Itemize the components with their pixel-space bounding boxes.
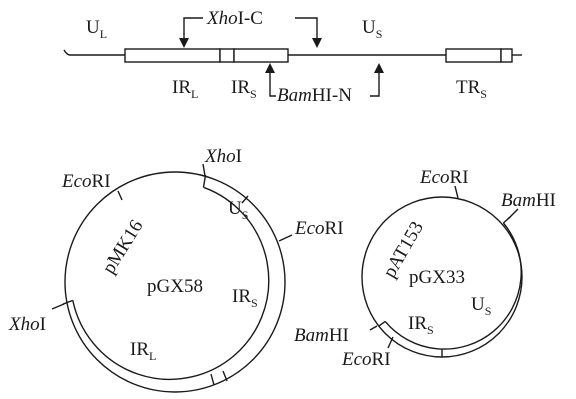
- trs-end-box: [500, 48, 513, 63]
- pgx58-ecori-top-tick: [117, 190, 123, 201]
- trs-box: [445, 48, 502, 63]
- pgx33-ecori-top: EcoRI: [419, 167, 469, 188]
- pgx58-circle: [64, 171, 286, 393]
- pgx58-ecori-top: EcoRI: [61, 171, 111, 192]
- pgx58-insert-right-cap: [62, 299, 74, 305]
- pgx58-xhoi-left: XhoI: [8, 314, 46, 335]
- pgx33-bamhi-left-tick: [369, 325, 378, 331]
- pgx33-insert-outer-arc: [384, 222, 522, 350]
- label-xhoi-c: XhoI-C: [206, 8, 263, 29]
- genome-left-end: [63, 49, 125, 56]
- xhoi-c-right-arrow: [312, 38, 322, 48]
- xhoi-c-bracket-right: [295, 17, 318, 40]
- pgx33-insert-left-cap: [378, 320, 386, 327]
- pgx58-insert-left-cap: [202, 174, 207, 188]
- plasmid-pgx33: pGX33 pAT153 EcoRI BamHI US IRS BamHI Ec…: [294, 167, 556, 370]
- label-us: US: [362, 17, 382, 41]
- pgx33-ecori-top-tick: [454, 185, 459, 199]
- pgx58-irs: IRS: [232, 286, 258, 310]
- plasmid-pgx58: pGX58 pMK16 EcoRI XhoI US EcoRI IRS XhoI…: [8, 146, 344, 393]
- junction-box: [219, 48, 235, 63]
- bamhi-n-left-arrow: [265, 63, 275, 73]
- label-bamhi-n: BamHI-N: [277, 85, 352, 106]
- label-irl: IRL: [172, 77, 198, 101]
- pgx58-vector: pMK16: [98, 216, 147, 277]
- pgx33-ecori-bottom-tick: [387, 336, 394, 349]
- pgx58-irl: IRL: [130, 339, 156, 363]
- bamhi-n-bracket-right: [370, 72, 380, 97]
- pgx33-irs: IRS: [408, 313, 434, 337]
- pgx33-us: US: [471, 294, 491, 318]
- xhoi-c-left-arrow: [179, 38, 189, 48]
- bamhi-n-bracket-left: [269, 72, 276, 97]
- irl-box: [124, 48, 221, 63]
- pgx58-xhoi-top-tick: [202, 163, 206, 177]
- pgx58-ecori-right-tick: [278, 234, 293, 242]
- xhoi-c-bracket-left: [183, 17, 203, 40]
- label-ul: UL: [86, 17, 107, 41]
- bamhi-n-right-arrow: [374, 63, 384, 73]
- pgx58-divider-irl-a: [210, 373, 215, 386]
- pgx33-bamhi-top: BamHI: [501, 190, 556, 211]
- pgx33-bamhi-left: BamHI: [294, 325, 349, 346]
- pgx58-ecori-right: EcoRI: [294, 218, 344, 239]
- pgx58-divider-us: [241, 195, 249, 204]
- pgx58-xhoi-left-tick: [51, 303, 65, 310]
- pgx58-insert-outer-arc: [72, 186, 270, 381]
- pgx58-divider-irl-b: [222, 370, 228, 382]
- pgx33-name: pGX33: [409, 267, 465, 288]
- label-trs: TRS: [456, 77, 487, 101]
- irs-box: [233, 48, 289, 63]
- pgx33-ecori-bottom: EcoRI: [341, 349, 391, 370]
- pgx58-name: pGX58: [147, 276, 203, 297]
- linear-genome-map: UL US XhoI-C IRL IRS BamHI-N TRS: [63, 8, 522, 106]
- label-irs: IRS: [231, 77, 257, 101]
- pgx33-bamhi-top-tick: [507, 208, 519, 220]
- pgx58-us: US: [228, 198, 248, 222]
- pgx58-xhoi-top: XhoI: [204, 146, 242, 167]
